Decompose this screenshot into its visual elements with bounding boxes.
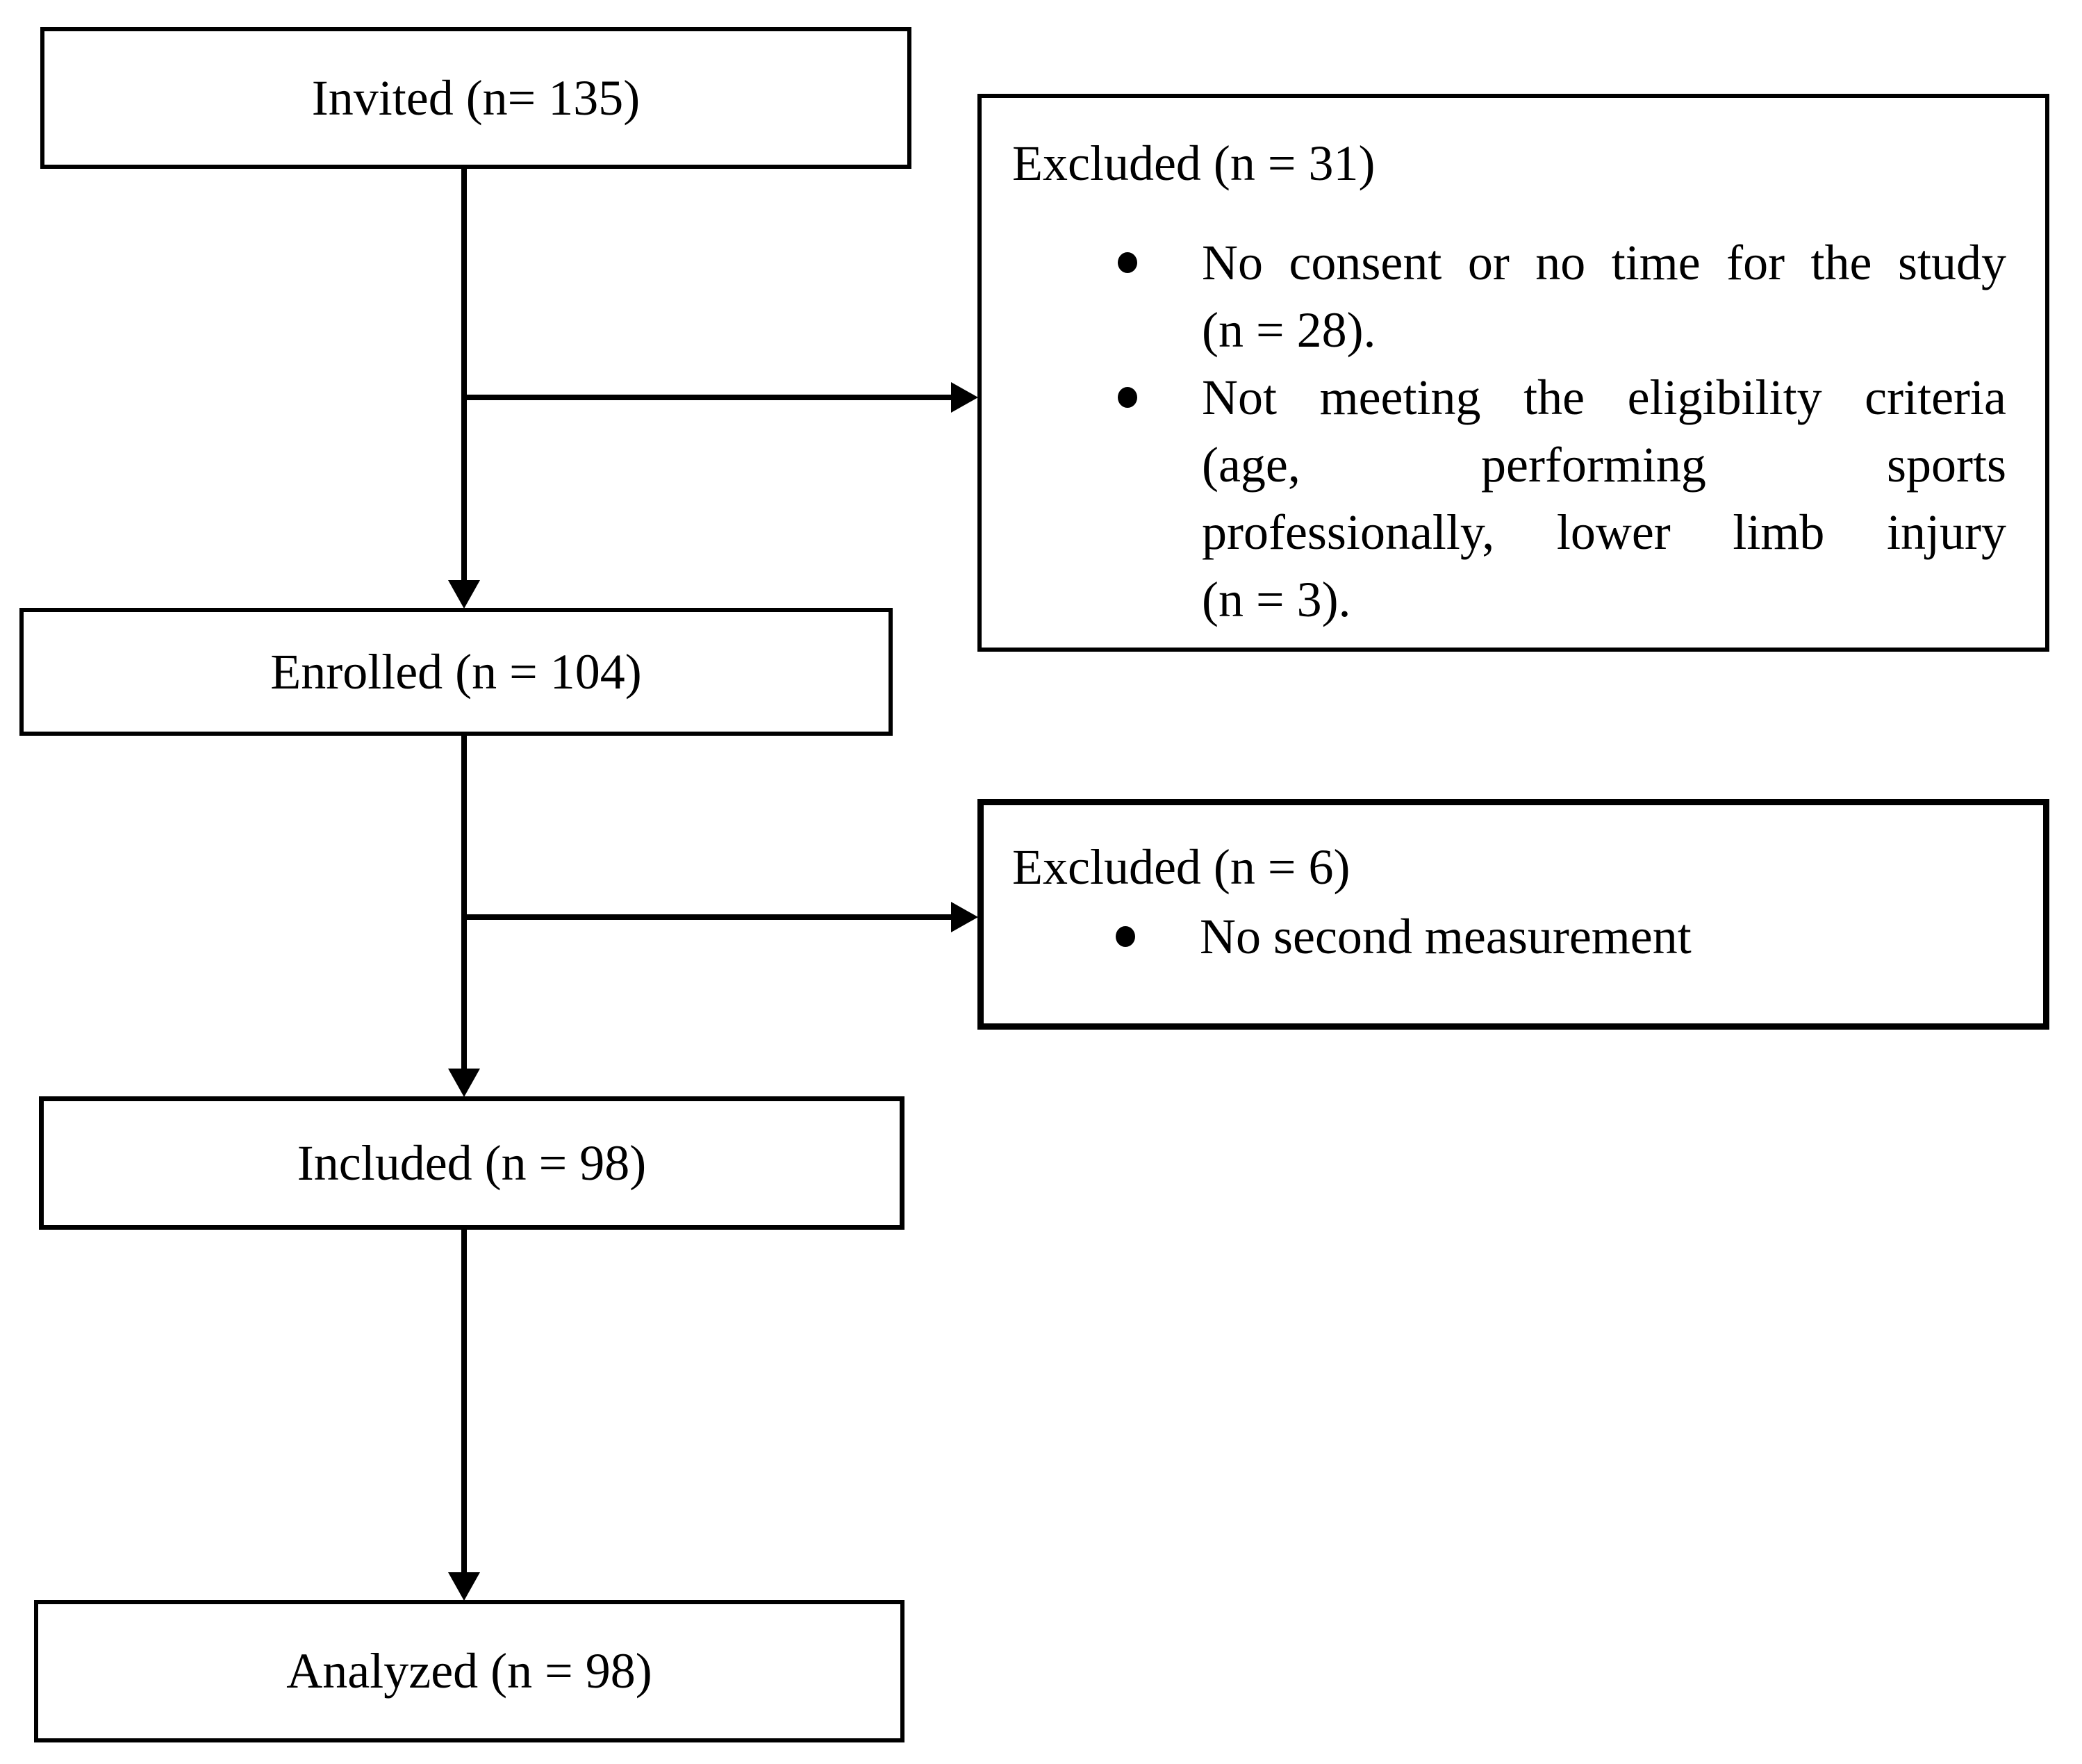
bullet-text-line: professionally, lower limb injury bbox=[1202, 504, 2006, 560]
bullet-icon bbox=[1118, 252, 1137, 273]
flow-node-analyzed-label: Analyzed (n = 98) bbox=[286, 1643, 652, 1699]
bullet-text-line: (n = 3). bbox=[1202, 572, 1351, 627]
flow-node-included-label: Included (n = 98) bbox=[297, 1135, 647, 1191]
connector-included-to-analyzed bbox=[461, 1230, 467, 1572]
exclusion-first-bullet-1: No consent or no time for the study (n =… bbox=[1012, 229, 2006, 364]
exclusion-second-bullet-1: No second measurement bbox=[1012, 903, 2004, 971]
bullet-icon bbox=[1116, 926, 1135, 947]
flow-node-enrolled: Enrolled (n = 104) bbox=[19, 608, 893, 736]
arrowhead-right-icon bbox=[951, 382, 978, 413]
flow-node-included: Included (n = 98) bbox=[39, 1096, 904, 1230]
bullet-text-line: No consent or no time for the study bbox=[1202, 235, 2006, 290]
arrowhead-down-icon bbox=[448, 1572, 480, 1601]
exclusion-first-bullet-1-text: No consent or no time for the study (n =… bbox=[1202, 229, 2006, 364]
exclusion-second-title: Excluded (n = 6) bbox=[1012, 839, 1350, 895]
arrowhead-down-icon bbox=[448, 580, 480, 609]
flow-node-analyzed: Analyzed (n = 98) bbox=[34, 1600, 904, 1742]
bullet-icon bbox=[1118, 387, 1137, 408]
bullet-text-line: Not meeting the eligibility criteria bbox=[1202, 370, 2006, 425]
exclusion-first-bullet-list: No consent or no time for the study (n =… bbox=[1012, 229, 2006, 634]
connector-enrolled-to-included bbox=[461, 736, 467, 1069]
flow-node-enrolled-label: Enrolled (n = 104) bbox=[270, 643, 642, 700]
flow-node-invited-label: Invited (n= 135) bbox=[311, 69, 641, 126]
flow-node-invited: Invited (n= 135) bbox=[40, 27, 911, 169]
bullet-text-line: (age, performing sports bbox=[1202, 437, 2006, 493]
exclusion-first-bullet-2: Not meeting the eligibility criteria (ag… bbox=[1012, 364, 2006, 634]
arrowhead-right-icon bbox=[951, 902, 978, 932]
bullet-text-line: No second measurement bbox=[1200, 909, 1692, 964]
exclusion-first-bullet-2-text: Not meeting the eligibility criteria (ag… bbox=[1202, 364, 2006, 634]
connector-to-excluded-second bbox=[461, 914, 951, 920]
connector-invited-to-enrolled bbox=[461, 169, 467, 580]
connector-to-excluded-first bbox=[461, 395, 951, 400]
exclusion-box-first: Excluded (n = 31) No consent or no time … bbox=[977, 94, 2049, 652]
exclusion-box-second: Excluded (n = 6) No second measurement bbox=[977, 799, 2049, 1030]
exclusion-second-bullet-1-text: No second measurement bbox=[1200, 903, 2004, 971]
exclusion-first-title: Excluded (n = 31) bbox=[1012, 135, 1375, 191]
bullet-text-line: (n = 28). bbox=[1202, 302, 1376, 358]
arrowhead-down-icon bbox=[448, 1069, 480, 1097]
